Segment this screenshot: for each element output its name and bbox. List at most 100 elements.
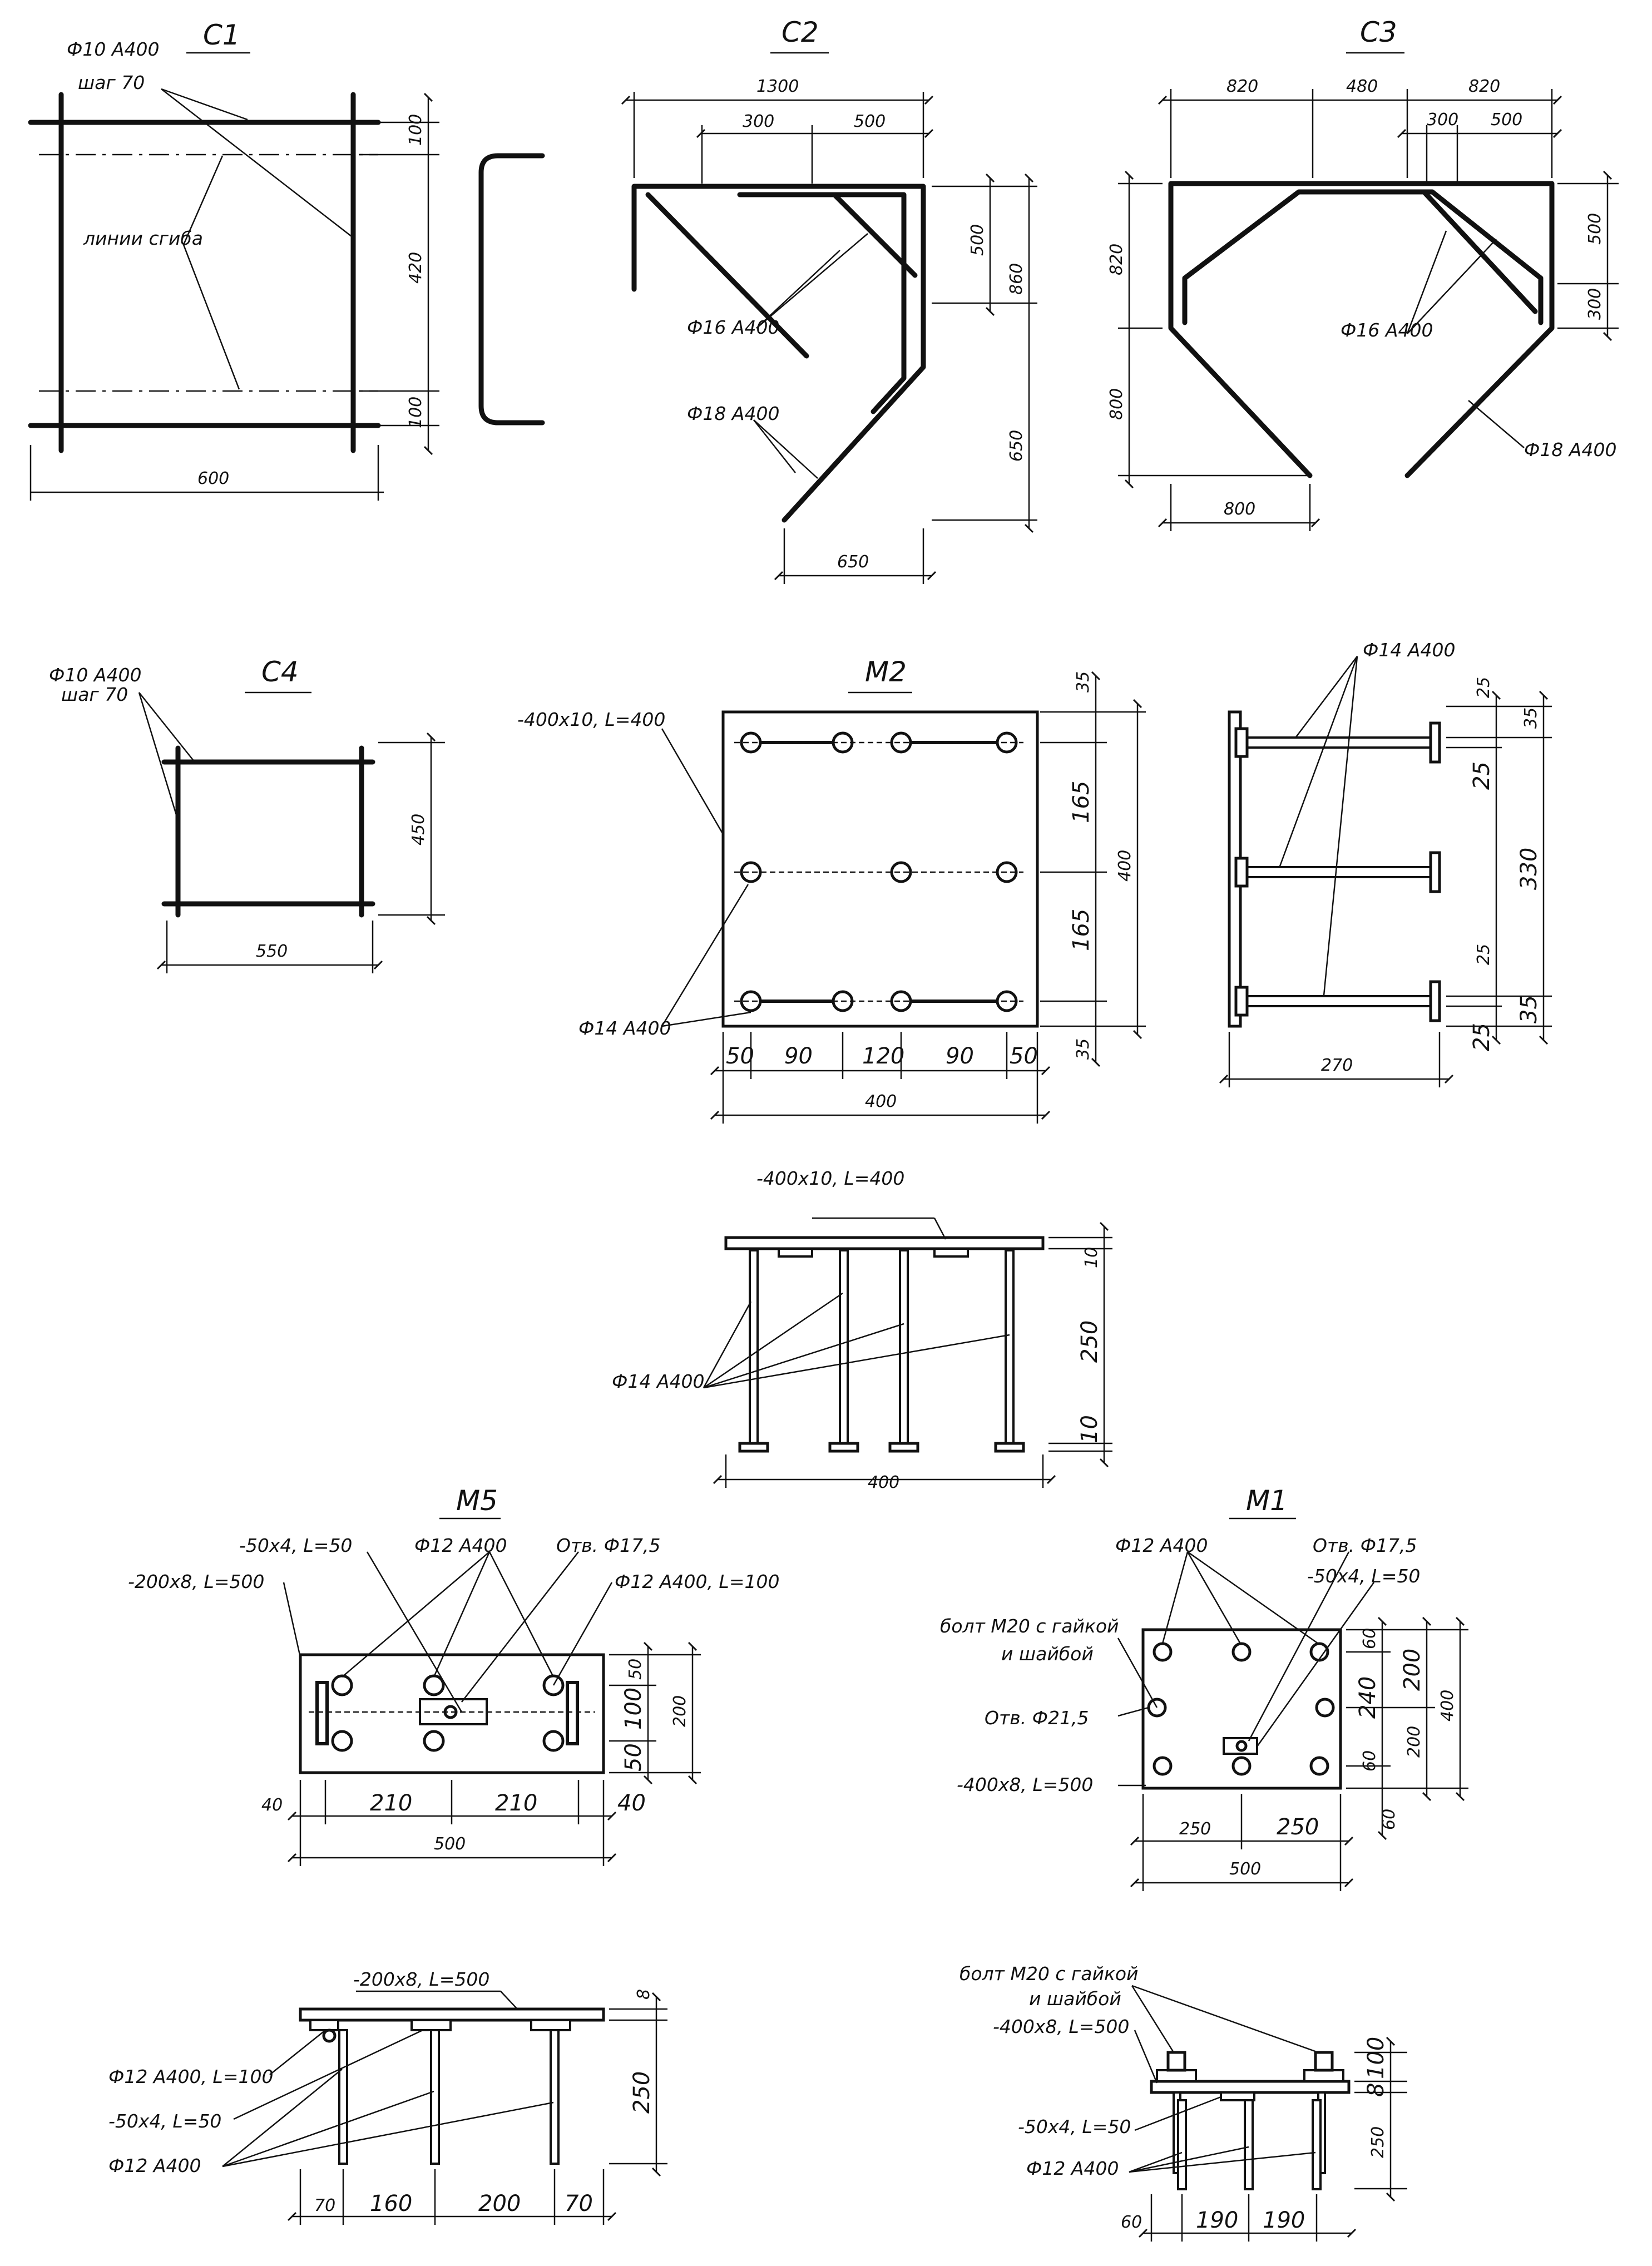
m1-elev-bolt2-label: и шайбой: [1029, 1988, 1121, 2010]
m2-dim-h400: 400: [865, 1092, 897, 1111]
m1-elevation: болт М20 с гайкой и шайбой -400x8, L=500…: [959, 1963, 1407, 2242]
m2-elev-bar-label: Ф14 А400: [612, 1371, 704, 1392]
m1-dim-h500: 500: [1229, 1859, 1261, 1879]
m2-side-dim-330: 330: [1516, 848, 1542, 890]
m1-elev-bar-label: Ф12 А400: [1026, 2158, 1119, 2179]
m1-dim-v400: 400: [1438, 1690, 1457, 1721]
m1-elev-plate-label: -400x8, L=500: [993, 2016, 1129, 2037]
m1-elev-dim-250: 250: [1368, 2126, 1388, 2158]
c1-title: C1: [203, 19, 240, 51]
m1-elev-dim-8: 8: [1363, 2083, 1389, 2097]
m1-plan: M1 Ф12 А400 Отв. Ф17,5 -50x4, L=50 болт …: [940, 1485, 1468, 1891]
m2-side-bars: [1234, 721, 1441, 1022]
m1-dim-v60a: 60: [1360, 1628, 1379, 1649]
c3-section: C3 Ф16 А400 Ф18 А400: [1107, 16, 1619, 531]
m2-side-dim-25d: 25: [1469, 1023, 1495, 1051]
m1-tab-label: -50x4, L=50: [1307, 1565, 1420, 1587]
c4-mesh: [161, 745, 375, 918]
c2-bars: [631, 184, 926, 523]
m1-elev-bars: [1156, 2051, 1344, 2190]
m1-bolt2-label: и шайбой: [1001, 1643, 1094, 1665]
m1-elev-dim-190a: 190: [1196, 2208, 1238, 2233]
m1-elev-dim-60: 60: [1121, 2213, 1142, 2232]
m2-side-dim-35b: 35: [1516, 995, 1542, 1023]
c2-dim-860: 860: [1007, 263, 1026, 295]
c1-bar-label: Ф10 А400: [67, 38, 159, 60]
m2-anchor-studs: [734, 731, 1023, 1012]
c2-bar18-label: Ф18 А400: [687, 403, 779, 424]
m5-dim-v100: 100: [621, 1688, 646, 1730]
m2-side-dim-25c: 25: [1474, 944, 1493, 965]
m2-dim-h90a: 90: [784, 1043, 813, 1069]
c3-title: C3: [1360, 16, 1397, 48]
c1-bend-label: линии сгиба: [83, 227, 203, 249]
m2-side-dims: [1219, 690, 1552, 1087]
c1-bent-profile: [478, 153, 545, 426]
c1-leaders: [161, 88, 352, 390]
m5-title: M5: [456, 1485, 498, 1517]
m5-elev-dim-250: 250: [629, 2071, 655, 2114]
m1-dim-v200b: 200: [1404, 1726, 1424, 1758]
m5-dim-h210a: 210: [370, 1790, 412, 1816]
m1-elev-dims: [1138, 2036, 1407, 2242]
c3-bar16-label: Ф16 А400: [1341, 319, 1433, 341]
m5-elev-bar100-label: Ф12 А400, L=100: [108, 2066, 273, 2087]
c2-title: C2: [782, 16, 819, 48]
c2-leaders: [753, 233, 868, 479]
c2-dim-650: 650: [1007, 430, 1026, 462]
m2-plate-label: -400x10, L=400: [517, 709, 665, 730]
m5-elev-bar-label: Ф12 А400: [108, 2155, 201, 2176]
m5-elev-dim-70b: 70: [565, 2191, 593, 2216]
c2-dim-v500: 500: [968, 224, 987, 256]
m5-studs: [309, 1674, 595, 1752]
c2-dim-w650: 650: [837, 552, 869, 572]
m2-dim-h90b: 90: [946, 1043, 974, 1069]
m2-dim-h120: 120: [862, 1043, 904, 1069]
m2-elev-dim-10a: 10: [1082, 1247, 1101, 1268]
c3-dim-300: 300: [1427, 110, 1458, 130]
m5-elev-plate-label: -200x8, L=500: [353, 1968, 489, 1990]
c3-bars: [1168, 181, 1555, 478]
m5-dim-v50b: 50: [621, 1743, 646, 1772]
c3-dim-w800: 800: [1224, 499, 1255, 519]
m2-elev-dim-250: 250: [1077, 1320, 1102, 1363]
m5-bar100-label: Ф12 А400, L=100: [615, 1571, 779, 1592]
m2-plan: M2 -400x10, L=400 Ф14 А400: [517, 656, 1146, 1124]
c1-dim-bottom: 100: [406, 397, 426, 428]
c2-section: C2 Ф16 А400 Ф18 А400: [621, 16, 1037, 584]
c4-dims: [156, 732, 445, 973]
m2-elev-dim-400: 400: [868, 1473, 899, 1492]
m2-elevation: -400x10, L=400 Ф14 А400 10 250 10 400: [612, 1167, 1112, 1492]
m5-elevation: -200x8, L=500 Ф12 А400, L=100 -50x4, L=5…: [108, 1968, 667, 2225]
c3-leaders: [1406, 230, 1525, 448]
m2-side-bar-label: Ф14 А400: [1363, 639, 1455, 661]
c4-bar-label: Ф10 А400: [49, 664, 141, 686]
m2-plan-dims: [710, 671, 1146, 1124]
m5-dim-h40a: 40: [261, 1795, 283, 1815]
c4-title: C4: [261, 656, 299, 688]
m5-dim-v200: 200: [670, 1695, 690, 1727]
m5-bar-label: Ф12 А400: [414, 1535, 507, 1556]
m1-hole-label: Отв. Ф17,5: [1313, 1535, 1417, 1556]
m1-dim-v200a: 200: [1399, 1649, 1425, 1691]
m5-elev-dim-70a: 70: [314, 2196, 335, 2215]
c4-step-label: шаг 70: [61, 684, 128, 705]
m5-dim-h40b: 40: [617, 1790, 646, 1816]
m5-elev-dim-200: 200: [478, 2191, 521, 2216]
m2-dim-h50b: 50: [1010, 1043, 1038, 1069]
m1-plan-dims: [1130, 1616, 1468, 1891]
m5-elev-tab-label: -50x4, L=50: [108, 2110, 221, 2132]
m5-elev-dims: [287, 1992, 667, 2225]
m5-elev-bars: [309, 2019, 571, 2165]
m1-plate-label: -400x8, L=500: [957, 1774, 1093, 1795]
m1-elev-tab-label: -50x4, L=50: [1018, 2116, 1131, 2138]
m2-dim-h50a: 50: [726, 1043, 754, 1069]
m5-dim-h500: 500: [434, 1834, 466, 1854]
c3-dim-v300: 300: [1585, 288, 1605, 320]
c3-dim-480: 480: [1346, 77, 1378, 96]
c4-dim-width: 550: [256, 942, 288, 961]
m1-dim-v60b: 60: [1360, 1750, 1379, 1772]
m1-elev-dim-100: 100: [1363, 2037, 1389, 2079]
m2-dim-v400: 400: [1115, 850, 1135, 882]
m2-elev-plate-label: -400x10, L=400: [756, 1167, 904, 1189]
